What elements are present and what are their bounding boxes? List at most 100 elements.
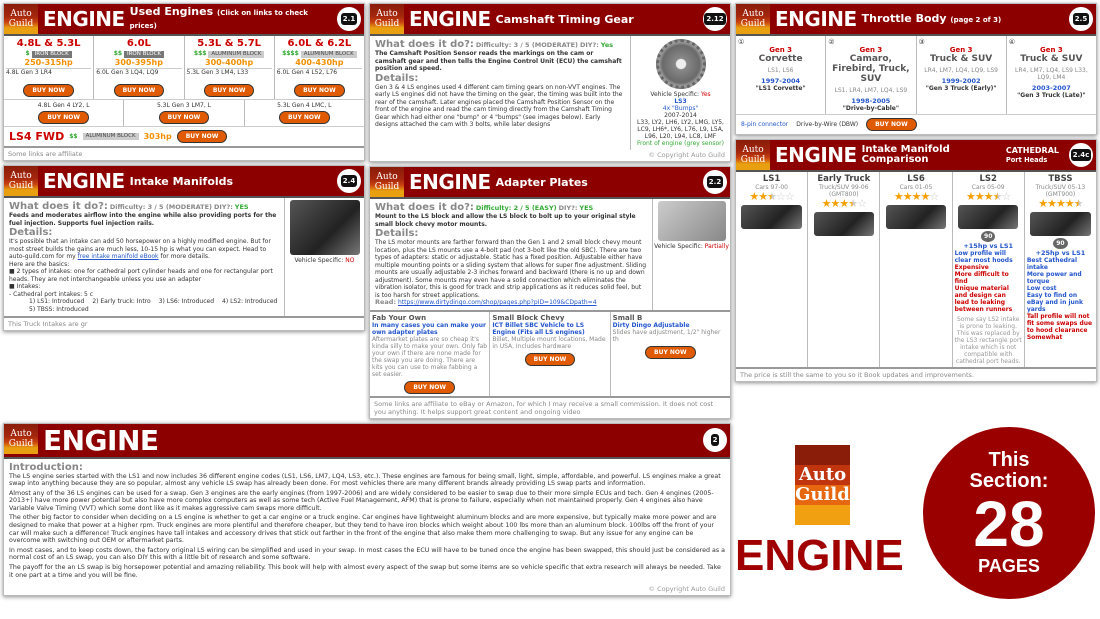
intake-list-item: 4) LS2: Introduced [222,298,278,305]
text: The Camshaft Position Sensor reads the m… [375,50,622,72]
buy-now-button[interactable]: BUY NOW [176,130,228,143]
product-title: Small B [612,313,643,322]
engine-codes: LR4, LM7, LQ4, LS9 L33, LQ9, LM4 [1014,67,1088,81]
engine-size: 4.8L & 5.3L [16,38,81,49]
engine-row: 5.3L Gen 4 LMC, L BUY NOW [245,100,364,126]
buy-row: BUY NOW [492,352,607,366]
star-rating: ★★★★☆ [955,191,1022,203]
star-icon: ★ [839,197,849,210]
text: It's possible that an intake can add 50 … [9,238,279,261]
engine-codes: LS1, LS6 [767,67,794,74]
copyright: © Copyright Auto Guild [648,151,725,159]
text: 4x "Bumps" [662,105,699,112]
hp-gain: +15hp vs LS1 [963,242,1014,250]
intro-paragraph: The other big factor to consider when de… [9,514,717,545]
text: What does it do?: Difficulty: 2 / 5 (EAS… [375,202,647,213]
pro-item: Best Cathedral intake [1026,257,1078,271]
text: Mount to the LS block and allow the LS b… [375,213,636,228]
buy-now-button[interactable]: BUY NOW [38,111,89,124]
star-icon: ★ [920,190,930,203]
text: Used Engines [129,5,214,18]
buy-now-button[interactable]: BUY NOW [294,84,345,97]
text: 2.1 [340,13,358,25]
intro-paragraph: Almost any of the 36 LS engines can be u… [9,489,714,512]
star-icon: ★ [758,190,768,203]
engine-title: ENGINE [43,169,125,193]
star-icon: ★ [848,197,858,210]
star-icon: ★ [1055,197,1066,210]
read-link[interactable]: https://www.dirtydingo.com/shop/pages.ph… [397,299,597,306]
intake-ebook-link[interactable]: free intake manifold eBook [77,253,159,260]
throttle-size-badge: 90 [981,231,996,242]
hp-gain: +25hp vs LS1 [1035,249,1086,257]
text: What does it do?: Difficulty: 3 / 5 (MOD… [4,198,284,316]
text: Vehicle Specific: [294,257,344,264]
engine-row-label: 5.3L Gen 4 LMC, L [277,102,332,109]
intake-image [813,212,875,236]
engine-size: 6.0L [126,38,151,49]
intake-years: Truck/SUV 05-13 (GMT900) [1035,184,1086,198]
star-icon: ★ [893,190,904,203]
years: 2003-2007 [1031,84,1071,92]
buy-now-button[interactable]: BUY NOW [158,111,210,124]
text: Difficulty: 3 / 5 (MODERATE) [475,41,579,49]
intake-name: Early Truck [817,174,871,184]
star-icon: ☆ [1001,190,1012,203]
text: Details: [375,228,419,239]
text: Auto [10,9,32,19]
text: NO [345,257,355,264]
intake-name: TBSS [1048,174,1073,184]
nickname: "Gen 3 Truck (Early)" [925,85,997,92]
buy-now-button[interactable]: BUY NOW [645,345,696,359]
text: L33, LY2, LH6, LY2, LMG, LY5, LC9, LH6*,… [637,119,724,140]
buy-now-button[interactable]: BUY NOW [113,84,165,97]
page-subtitle: Used Engines (Click on links to check pr… [130,4,333,34]
text: PAGES [978,555,1040,576]
copyright: © Copyright Auto Guild [648,585,725,594]
text: 303hp [143,131,172,141]
text: Partially [704,243,729,250]
intake-years: Cars 05-09 [971,184,1005,191]
engine-size: 5.3L & 5.7L [197,38,262,49]
buy-now-button[interactable]: BUY NOW [203,84,255,97]
block-type: ALUMINUM BLOCK [208,51,265,58]
intake-list-item: 2) Early truck: Intro [92,298,151,305]
buy-now-button[interactable]: BUY NOW [524,352,576,366]
engine-row: 6.0L Gen 3 LQ4, LQ9 [96,68,182,77]
star-rating: ★★★★★ [1027,198,1094,210]
text: What does it do?: Difficulty: 2 / 5 (EAS… [370,199,652,310]
text: What does it do?: Difficulty: 3 / 5 (MOD… [9,201,279,212]
intake-image [741,205,802,229]
text: Front of engine (grey sensor) [636,140,724,147]
buy-now-button[interactable]: BUY NOW [279,111,330,124]
text: CATHEDRAL [1005,145,1059,155]
price-level: $$$ [193,50,207,57]
buy-now-button[interactable]: BUY NOW [866,118,917,131]
timing-gear-image [655,39,706,89]
buy-now-button[interactable]: BUY NOW [404,380,455,394]
page-subtitle: Throttle Body (page 2 of 3) [862,11,1065,28]
text: 2.5 [1072,13,1090,25]
text: DIY?: [558,204,578,212]
generation: Gen 3 [769,46,793,54]
buy-now-button[interactable]: BUY NOW [23,84,74,97]
star-icon: ★ [1038,197,1048,210]
intro-paragraph: In most cases, and to keep costs down, t… [9,546,725,562]
engine-row: 4.8L Gen 3 LR4 [6,68,92,77]
text: for more details. [160,253,210,260]
